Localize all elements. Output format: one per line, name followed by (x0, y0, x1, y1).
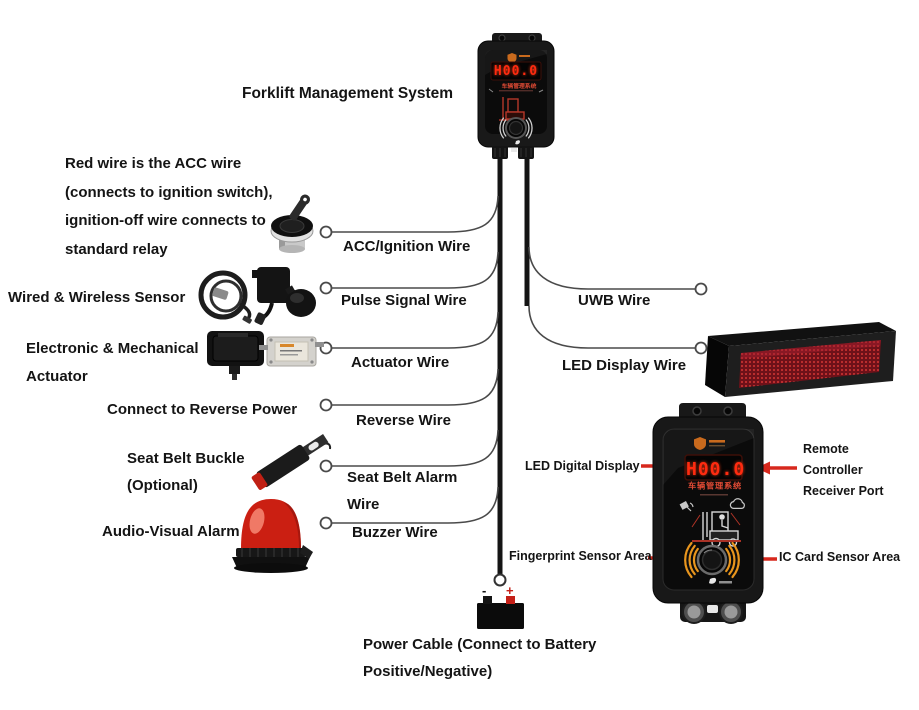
label-buzzer-wire: Buzzer Wire (352, 524, 438, 541)
callout-ic-card-area: IC Card Sensor Area (779, 550, 901, 564)
label-power-cable-line2: Positive/Negative) (363, 663, 493, 680)
label-seat-belt-optional: (Optional) (127, 477, 198, 494)
label-uwb-wire: UWB Wire (578, 292, 651, 309)
branch-wires (319, 195, 708, 530)
brand-logo-icon (507, 53, 517, 63)
power-cable-terminal (493, 573, 507, 587)
acc-terminal (319, 225, 333, 239)
brand-logo-icon (694, 437, 706, 450)
actuator-wire-line (332, 311, 499, 349)
satellite-icon (679, 501, 694, 512)
callout-remote-line1: Remote (803, 442, 849, 456)
main-cables (493, 158, 530, 587)
signal-arcs (499, 117, 533, 139)
buzzer-terminal (319, 516, 333, 530)
label-seatbelt-wire-line1: Seat Belt Alarm (347, 469, 458, 486)
led-wire-line (528, 305, 695, 349)
battery-negative-sign: - (482, 583, 487, 598)
acc-note-line3: ignition-off wire connects to (65, 212, 266, 229)
controller-device-top (477, 33, 555, 159)
label-actuator-line2: Actuator (26, 368, 88, 385)
battery-negative-terminal (483, 596, 492, 604)
beacon-image (232, 499, 313, 573)
pulse-terminal (319, 281, 333, 295)
reverse-wire-line (332, 368, 499, 406)
label-audio-visual-alarm: Audio-Visual Alarm (102, 523, 240, 540)
label-actuator-wire: Actuator Wire (351, 354, 450, 371)
callout-remote-line2: Controller (803, 463, 863, 477)
diagram-title: Forklift Management System (242, 85, 454, 102)
seatbelt-wire-line (332, 429, 499, 467)
led-display-bezel (684, 454, 743, 481)
acc-note-line4: standard relay (65, 240, 168, 258)
actuator-images (207, 331, 324, 380)
ic-card-signal-arcs (684, 541, 740, 579)
buzzer-wire-line (332, 486, 499, 524)
controller-device-large (652, 403, 764, 624)
acc-wire-line (332, 195, 499, 233)
footer-logo-icon (515, 140, 520, 145)
callout-remote-line3: Receiver Port (803, 484, 884, 498)
callout-fingerprint-area: Fingerprint Sensor Area (509, 549, 652, 563)
uwb-wire-line (528, 246, 695, 290)
label-seat-belt-buckle: Seat Belt Buckle (127, 450, 245, 467)
battery-image (477, 596, 524, 629)
label-seatbelt-wire-line2: Wire (347, 496, 380, 513)
battery-positive-terminal (506, 596, 515, 604)
sensor-images (198, 267, 316, 325)
key-icon (289, 194, 311, 221)
led-display-bar-image (705, 322, 896, 397)
top-device-display-caption: 车辆管理系统 (501, 83, 537, 90)
callout-led-digital-display: LED Digital Display (525, 459, 640, 473)
battery-positive-sign: + (506, 583, 514, 598)
uwb-terminal (694, 282, 708, 296)
seat-belt-buckle-image (251, 434, 332, 490)
large-device-display-value: H00.0 (686, 459, 746, 480)
label-reverse-power: Connect to Reverse Power (107, 401, 298, 418)
label-wired-wireless-sensor: Wired & Wireless Sensor (8, 289, 186, 306)
pulse-wire-line (332, 251, 499, 289)
top-device-display-value: H00.0 (493, 64, 539, 79)
seatbelt-terminal (319, 459, 333, 473)
footer-logo-icon (709, 577, 717, 584)
label-pulse-wire: Pulse Signal Wire (341, 292, 467, 309)
label-actuator-line1: Electronic & Mechanical (26, 340, 199, 357)
acc-note: Red wire is the ACC wire (connects to ig… (65, 150, 273, 264)
large-device-display-caption: 车辆管理系统 (687, 482, 743, 492)
label-acc-wire: ACC/Ignition Wire (343, 238, 471, 255)
label-power-cable-line1: Power Cable (Connect to Battery (363, 636, 597, 653)
label-reverse-wire: Reverse Wire (356, 412, 451, 429)
acc-note-line1: Red wire is the ACC wire (65, 155, 242, 172)
acc-note-line2: (connects to ignition switch), (65, 183, 273, 201)
ignition-switch-image (270, 194, 314, 253)
led-terminal (694, 341, 708, 355)
cloud-icon (729, 498, 745, 509)
label-led-display-wire: LED Display Wire (562, 357, 687, 374)
reverse-terminal (319, 398, 333, 412)
